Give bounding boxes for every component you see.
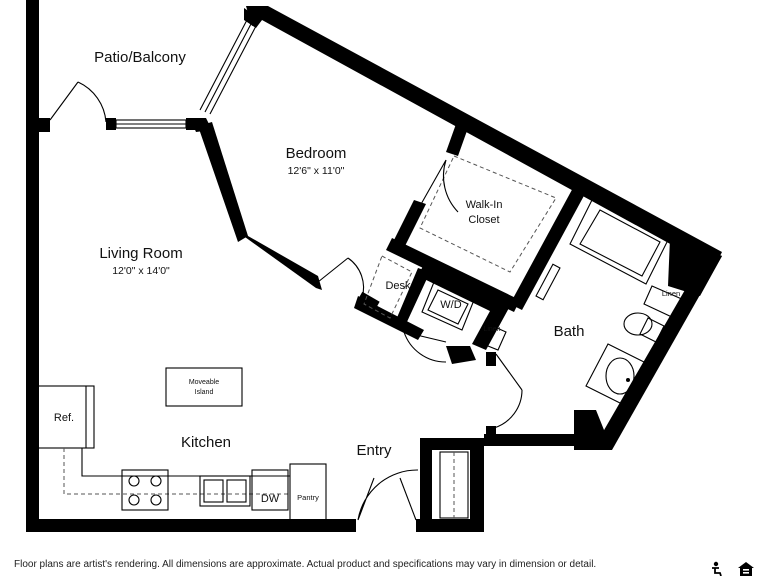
refrigerator <box>37 385 95 449</box>
equal-housing-icon <box>738 562 754 576</box>
wall-bath-lower-corner <box>574 410 612 450</box>
washer-dryer-box <box>421 281 475 331</box>
bath-label: Bath <box>554 323 585 340</box>
patio-label: Patio/Balcony <box>94 49 186 66</box>
kitchen-sink <box>199 475 251 507</box>
entry-area <box>357 451 469 521</box>
vanity <box>585 343 653 409</box>
living-room-dimensions: 12'0" x 14'0" <box>112 265 170 277</box>
accessibility-icon <box>712 561 722 576</box>
counter-outline <box>63 448 288 495</box>
patio-door-swing <box>49 81 107 123</box>
closet-shelf-outline <box>419 155 557 273</box>
island-label-line2: Island <box>195 389 214 396</box>
wall-right-diagonal <box>596 250 722 450</box>
patio-wall-stub-left <box>38 118 50 132</box>
dishwasher-label: DW <box>261 493 280 505</box>
bathtub <box>569 199 669 285</box>
linen-hall-box <box>477 323 507 351</box>
wall-entry-right <box>470 440 484 532</box>
bedroom-wall-bottom <box>238 232 322 290</box>
desk-laundry <box>354 255 523 438</box>
entry-label: Entry <box>356 442 392 459</box>
linen-bath-label: Linen <box>662 289 680 298</box>
patio-wall-stub-mid <box>106 118 116 130</box>
bedroom-door-swing <box>317 257 365 299</box>
wall-bottom-right <box>416 519 484 532</box>
refrigerator-label: Ref. <box>54 412 74 424</box>
dishwasher <box>251 469 289 511</box>
bedroom-label: Bedroom <box>286 145 347 162</box>
cooktop <box>121 469 169 511</box>
desk-outline <box>363 255 413 319</box>
toilet <box>623 312 653 336</box>
laundry-door-swing <box>403 331 447 363</box>
closet-door-swing <box>419 159 459 213</box>
sink <box>605 357 635 395</box>
closet-label-line1: Walk-In <box>466 199 503 211</box>
bath-door-swing <box>493 353 523 429</box>
washer-dryer-label: W/D <box>440 299 461 311</box>
linen-bath-box <box>643 285 685 319</box>
wall-top-diagonal <box>246 6 722 268</box>
bedroom-dimensions: 12'6" x 11'0" <box>288 165 345 177</box>
linen-hall-label: Linen <box>483 326 500 333</box>
walk-in-closet <box>386 124 586 312</box>
desk-label: Desk <box>385 280 411 292</box>
pantry-label: Pantry <box>297 493 319 502</box>
wall-left <box>26 0 39 532</box>
kitchen <box>37 367 327 521</box>
entry-door-swing <box>357 469 419 521</box>
closet-label-line2: Closet <box>468 214 499 226</box>
wall-bath-corner <box>668 238 722 296</box>
exterior-walls <box>26 0 722 532</box>
pantry <box>289 463 327 521</box>
wall-entry-top <box>420 438 484 450</box>
patio-area <box>38 8 262 132</box>
kitchen-label: Kitchen <box>181 434 231 451</box>
disclaimer-text: Floor plans are artist's rendering. All … <box>14 559 597 570</box>
wall-bottom-left <box>26 519 356 532</box>
bedroom-wall-angled <box>198 122 248 242</box>
island-label-line1: Moveable <box>189 379 219 386</box>
bath-fixtures <box>535 199 685 409</box>
living-room-label: Living Room <box>99 245 182 262</box>
wall-entry-left <box>420 438 432 528</box>
bath-window <box>535 263 561 301</box>
moveable-island <box>165 367 243 407</box>
